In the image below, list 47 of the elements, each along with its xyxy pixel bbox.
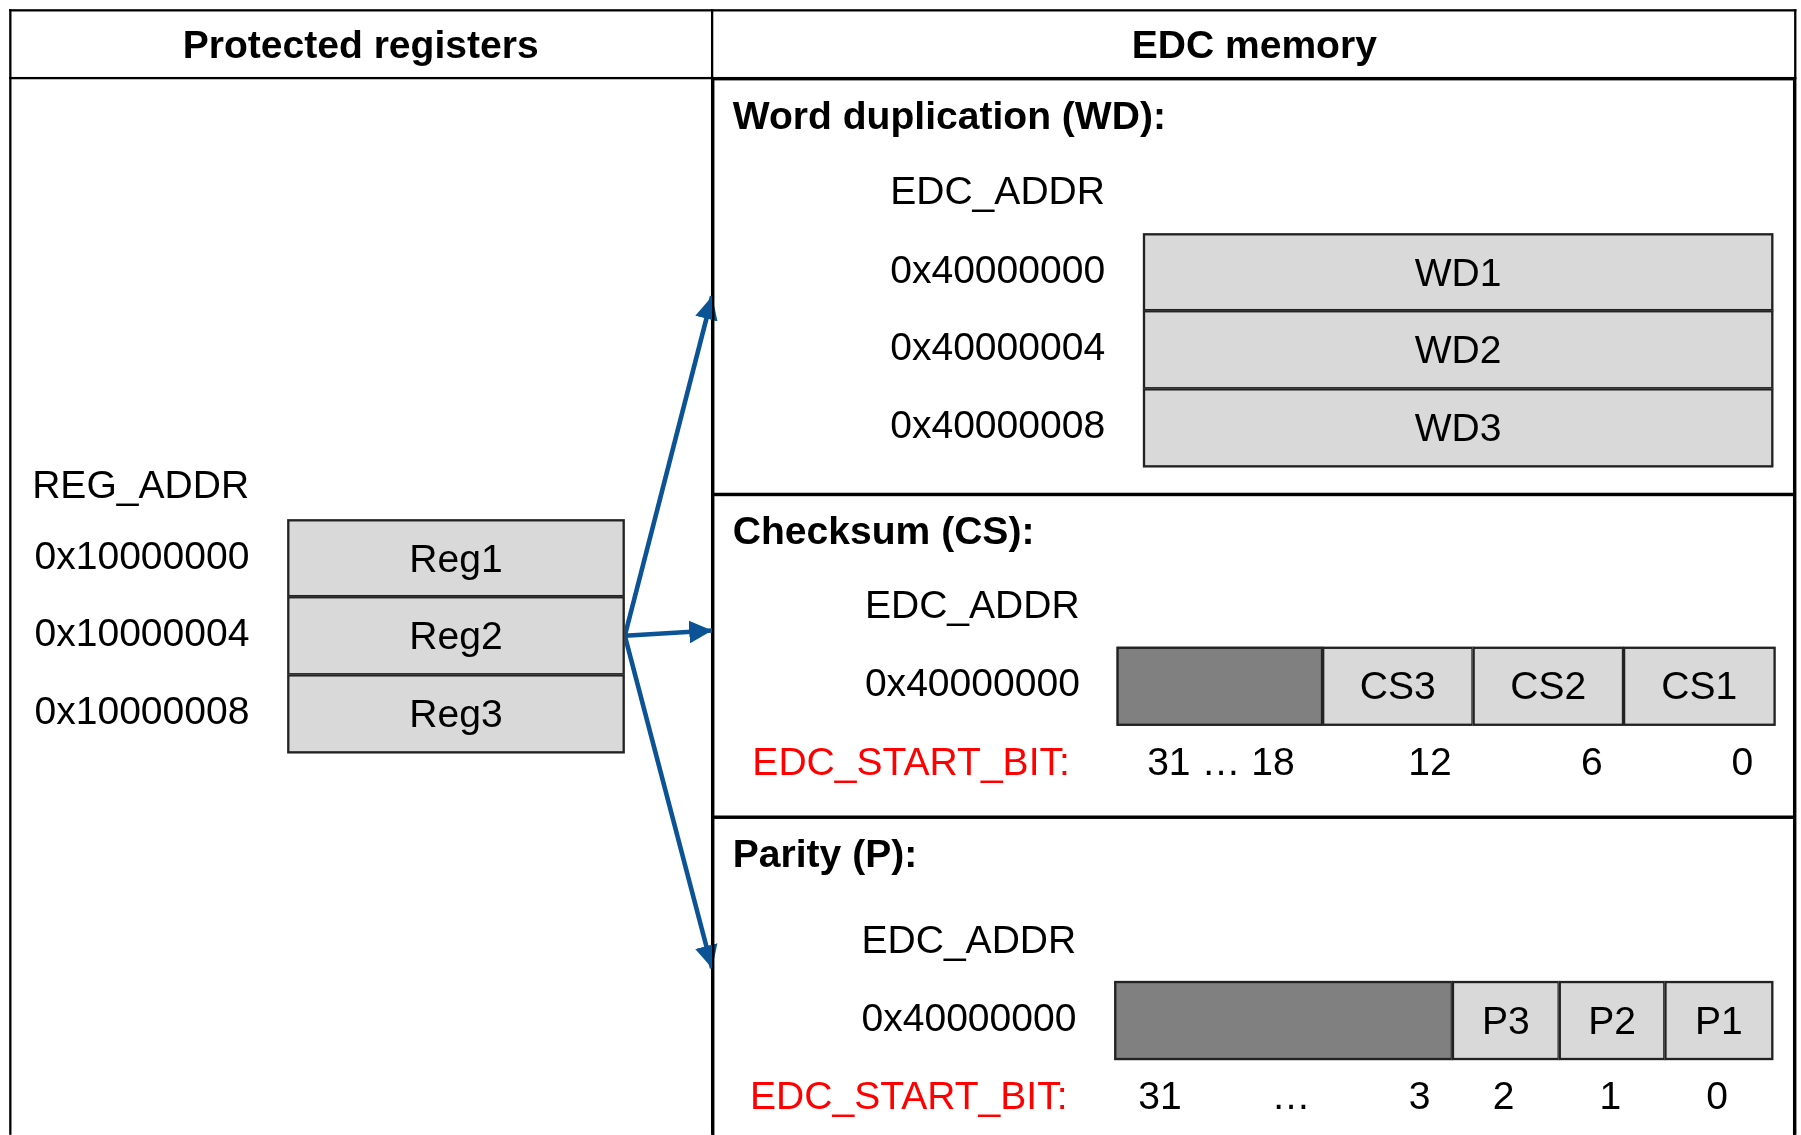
bit-number: 31 — [1138, 1074, 1182, 1118]
bit-number: 31 … 18 — [1147, 740, 1295, 783]
address-label: 0x10000008 — [34, 689, 250, 733]
bit-number: 0x40000000 — [861, 996, 1077, 1040]
reserved-bits-box — [1116, 646, 1324, 726]
register-field-box: P2 — [1558, 980, 1666, 1061]
bit-number: 12 — [1408, 740, 1452, 783]
address-label: 0x40000000 — [890, 248, 1106, 292]
register-field-box: Reg1 — [287, 519, 625, 598]
bit-number: EDC_ADDR — [861, 918, 1077, 962]
bit-number: 0 — [1731, 740, 1754, 783]
memory-section-panel — [712, 816, 1796, 1135]
register-field-box: WD2 — [1142, 310, 1774, 390]
address-label: 0x40000008 — [890, 403, 1106, 447]
address-label: 0x40000000 — [864, 661, 1080, 705]
register-field-box: CS3 — [1322, 646, 1474, 726]
bit-number: 3 — [1408, 1074, 1431, 1118]
register-field-box: P3 — [1451, 980, 1560, 1061]
bit-number: 0 — [1706, 1074, 1728, 1118]
address-label: 0x10000004 — [34, 611, 250, 655]
bit-number: 2 — [1492, 1074, 1515, 1118]
bit-number: 1 — [1599, 1074, 1622, 1118]
column-header: Protected registers — [182, 23, 539, 67]
section-heading: Checksum (CS): — [732, 510, 1035, 553]
reserved-bits-box — [1114, 980, 1453, 1061]
address-label: EDC_ADDR — [890, 169, 1105, 213]
address-label: 0x10000000 — [34, 534, 250, 578]
bit-number: 6 — [1581, 740, 1603, 783]
bit-number: … — [1271, 1074, 1311, 1118]
register-field-box: CS1 — [1622, 646, 1776, 726]
memory-section-panel — [712, 78, 1796, 496]
memory-section-panel — [712, 493, 1796, 818]
register-field-box: WD1 — [1142, 233, 1774, 312]
register-field-box: Reg2 — [287, 596, 625, 676]
section-heading: Parity (P): — [732, 832, 918, 876]
register-field-box: WD3 — [1142, 388, 1774, 468]
address-label: REG_ADDR — [32, 463, 250, 507]
arrow — [624, 620, 713, 644]
address-label: EDC_ADDR — [864, 583, 1080, 627]
register-field-box: CS2 — [1472, 646, 1625, 726]
address-label: 0x40000004 — [890, 325, 1106, 369]
bit-position-label: EDC_START_BIT: — [750, 1074, 1068, 1118]
bit-position-label: EDC_START_BIT: — [752, 740, 1070, 783]
column-header: EDC memory — [1131, 23, 1377, 67]
register-field-box: P1 — [1664, 980, 1774, 1061]
section-heading: Word duplication (WD): — [732, 94, 1166, 138]
register-field-box: Reg3 — [287, 674, 625, 754]
